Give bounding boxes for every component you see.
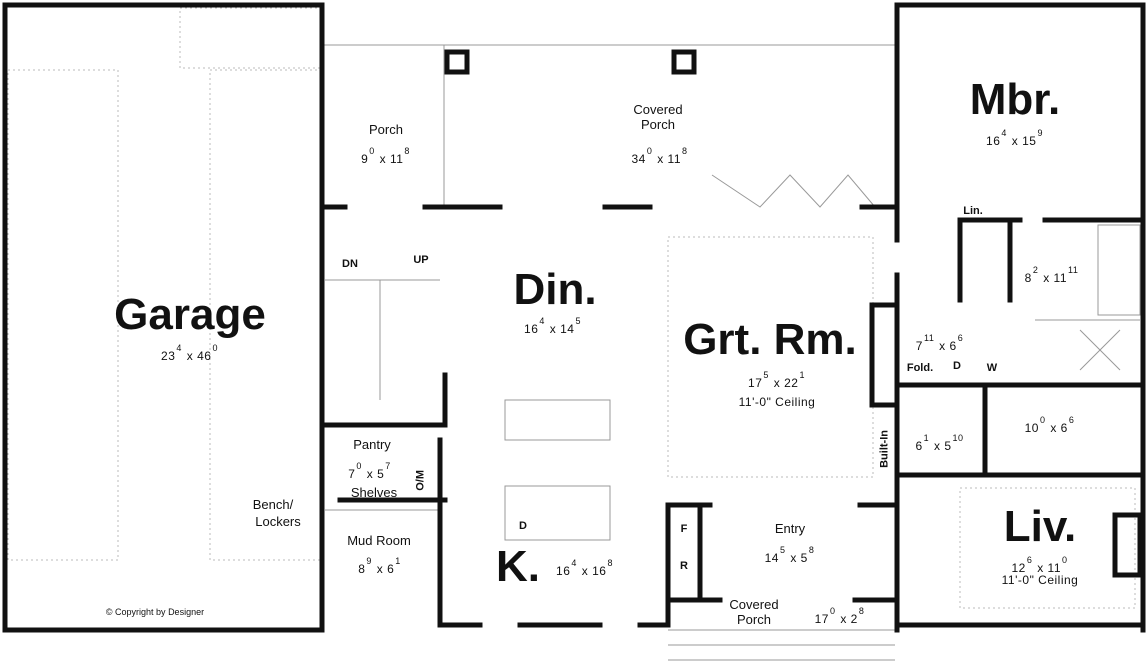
room-dim-pantry: 70 x 57: [348, 461, 391, 481]
label-shelves: Shelves: [350, 485, 398, 500]
label-fridge: F: [680, 523, 688, 535]
label-washer: W: [986, 362, 998, 374]
label-fold: Fold.: [906, 362, 934, 374]
label-range: R: [680, 560, 688, 572]
room-name-covered-porch: Covered Porch: [633, 102, 683, 132]
room-name-mbr: Mbr.: [969, 75, 1061, 124]
ceiling-grt-rm: 11'-0" Ceiling: [738, 395, 816, 409]
label-lockers: Lockers: [255, 514, 301, 529]
room-dim-master-bath: 82 x 1111: [1024, 265, 1079, 285]
room-name-pantry: Pantry: [353, 437, 391, 452]
room-dim-kitchen: 164 x 168: [556, 558, 613, 578]
room-name-din: Din.: [513, 265, 597, 314]
room-dim-mbr: 164 x 159: [986, 128, 1043, 148]
room-name-entry: Entry: [774, 521, 806, 536]
porch-columns: [444, 49, 1143, 578]
room-name-grt-rm: Grt. Rm.: [683, 315, 857, 364]
room-name-liv: Liv.: [1003, 502, 1077, 551]
room-name-mud-room: Mud Room: [347, 533, 411, 548]
room-dim-laundry: 711 x 66: [915, 333, 964, 353]
thin-lines: [322, 44, 1141, 661]
room-dim-garage: 234 x 460: [161, 343, 218, 363]
label-stairs-up: UP: [413, 254, 429, 266]
label-linen: Lin.: [963, 205, 983, 217]
room-name-porch: Porch: [369, 122, 403, 137]
ceiling-liv: 11'-0" Ceiling: [1001, 573, 1079, 587]
label-stairs-down: DN: [342, 258, 358, 270]
label-dishwasher: D: [519, 520, 527, 532]
room-dim-bath: 61 x 510: [915, 433, 964, 453]
room-dim-front-porch: 170 x 28: [814, 606, 865, 626]
room-dim-entry: 145 x 58: [764, 545, 815, 565]
room-name-garage: Garage: [114, 290, 266, 339]
room-dim-closet: 100 x 66: [1024, 415, 1075, 435]
copyright-notice: © Copyright by Designer: [105, 607, 205, 617]
room-dim-mud-room: 89 x 61: [358, 556, 401, 576]
room-name-front-porch: Covered Porch: [729, 597, 779, 627]
room-dim-porch: 90 x 118: [361, 146, 410, 166]
room-dim-covered-porch: 340 x 118: [631, 146, 688, 166]
room-dim-liv: 126 x 110: [1011, 555, 1068, 575]
label-dryer: D: [953, 360, 961, 372]
room-dim-din: 164 x 145: [524, 316, 581, 336]
label-oven-microwave: O/M: [414, 470, 427, 491]
room-name-kitchen: K.: [496, 542, 540, 591]
room-dim-grt-rm: 175 x 221: [748, 370, 805, 390]
label-built-in: Built-In: [878, 430, 891, 468]
walls: [2, 2, 1146, 633]
label-bench: Bench/: [252, 497, 294, 512]
